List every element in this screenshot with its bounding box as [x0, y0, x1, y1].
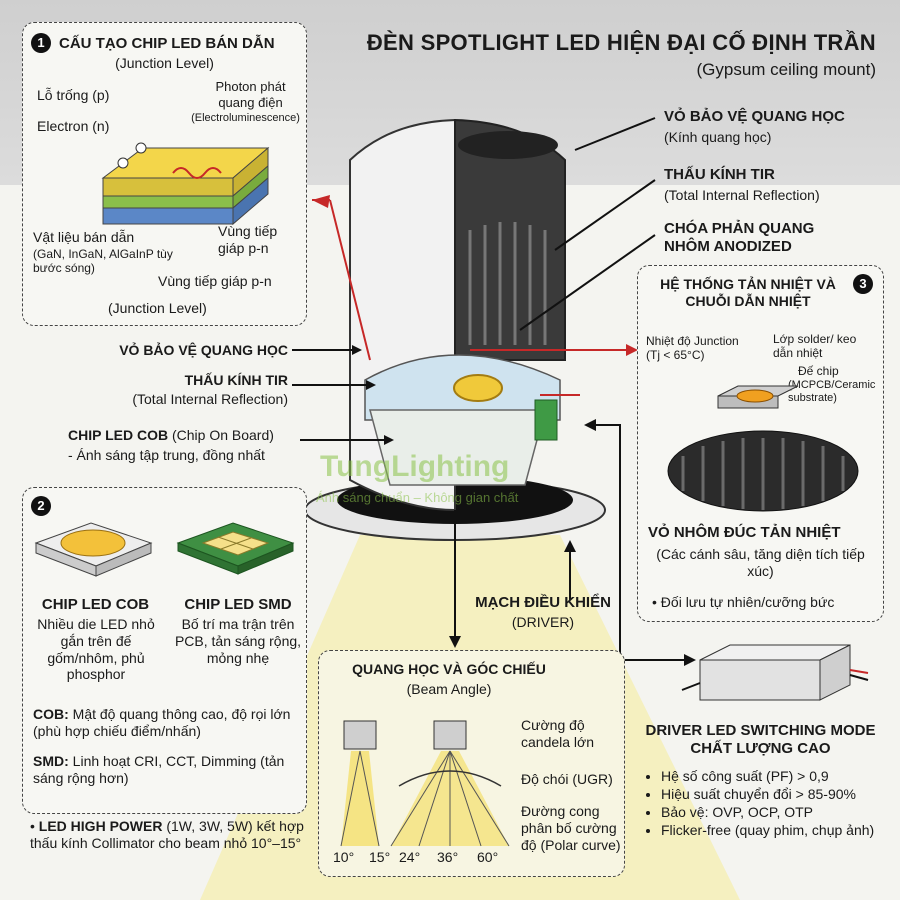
beam-diagram: [340, 720, 510, 847]
high-power-note: • LED HIGH POWER (1W, 3W, 5W) kết hợp th…: [30, 818, 304, 851]
high-power-text: (1W, 3W, 5W) kết hợp thấu kính Collimato…: [30, 818, 304, 851]
panel1-title: CẤU TẠO CHIP LED BÁN DẪN: [59, 35, 275, 52]
heatsink-illustration: [667, 385, 859, 512]
panel2-number: 2: [31, 496, 51, 516]
panel-beam-angle: QUANG HỌC VÀ GÓC CHIẾU (Beam Angle) 10° …: [318, 650, 625, 877]
chip-cob-illustration: [34, 522, 153, 577]
left-cob-desc: - Ánh sáng tập trung, đồng nhất: [68, 447, 265, 463]
right-tir-label: THẤU KÍNH TIR: [664, 166, 775, 183]
substrate-sublabel: (MCPCB/Ceramic substrate): [788, 379, 876, 405]
housing-label: VỎ NHÔM ĐÚC TẢN NHIỆT: [648, 524, 841, 541]
ugr-label: Độ chói (UGR): [521, 771, 613, 787]
hole-label: Lỗ trống (p): [37, 87, 110, 103]
driver-spec-item: Bảo vệ: OVP, OCP, OTP: [661, 804, 885, 820]
panel-chip-structure: 1 CẤU TẠO CHIP LED BÁN DẪN (Junction Lev…: [22, 22, 307, 326]
chip-smd-illustration: [176, 522, 295, 575]
electron-label: Electron (n): [37, 118, 110, 134]
right-protect-label: VỎ BẢO VỆ QUANG HỌC: [664, 108, 845, 125]
driver-box-list: Hệ số công suất (PF) > 0,9 Hiệu suất chu…: [645, 768, 885, 840]
beam-angle-36: 36°: [437, 849, 459, 865]
smd-note: SMD: Linh hoạt CRI, CCT, Dimming (tản sá…: [33, 753, 298, 787]
cob-note-text: Mật độ quang thông cao, độ rọi lớn (phù …: [33, 706, 291, 739]
left-cob-rest: (Chip On Board): [171, 427, 274, 443]
beam-angle-60: 60°: [477, 849, 499, 865]
smd-note-label: SMD:: [33, 753, 69, 769]
driver-spec-item: Flicker-free (quay phim, chụp ảnh): [661, 822, 885, 838]
panel1-subtitle: (Junction Level): [115, 55, 214, 71]
convection-label: • Đối lưu tự nhiên/cưỡng bức: [652, 594, 835, 610]
pn-zone-label: Vùng tiếp giáp p-n: [218, 223, 278, 256]
pn-zone-label-2: Vùng tiếp giáp p-n: [158, 273, 272, 289]
right-protect-sublabel: (Kính quang học): [664, 129, 772, 145]
substrate-label: Đế chip: [798, 364, 839, 378]
driver-spec-item: Hệ số công suất (PF) > 0,9: [661, 768, 885, 784]
driver-unit-illustration: [681, 644, 869, 701]
panel3-number: 3: [853, 274, 873, 294]
panel1-footer: (Junction Level): [108, 300, 207, 316]
left-protect-label: VỎ BẢO VỆ QUANG HỌC: [119, 342, 288, 358]
junction-temp-label: Nhiệt độ Junction (Tj < 65°C): [646, 334, 739, 363]
smd-desc: Bố trí ma trận trên PCB, tản sáng rộng, …: [174, 616, 302, 666]
material-label: Vật liệu bán dẫn: [33, 229, 135, 245]
chip-layers-illustration: [101, 142, 270, 226]
convection-text: Đối lưu tự nhiên/cưỡng bức: [660, 594, 835, 610]
panel3-title: HỆ THỐNG TẢN NHIỆT VÀ CHUỖI DẪN NHIỆT: [660, 276, 836, 309]
driver-label: MẠCH ĐIỀU KHIỂN: [475, 594, 611, 611]
beam-title: QUANG HỌC VÀ GÓC CHIẾU: [352, 661, 546, 677]
cob-note: COB: Mật độ quang thông cao, độ rọi lớn …: [33, 706, 298, 740]
page-subtitle: (Gypsum ceiling mount): [696, 60, 876, 79]
solder-label: Lớp solder/ keo dẫn nhiệt: [773, 332, 857, 361]
smd-note-text: Linh hoạt CRI, CCT, Dimming (tản sáng rộ…: [33, 753, 285, 786]
cob-desc: Nhiều die LED nhỏ gắn trên đế gốm/nhôm, …: [37, 616, 155, 683]
driver-spec-item: Hiệu suất chuyển đổi > 85-90%: [661, 786, 885, 802]
housing-desc: (Các cánh sâu, tăng diện tích tiếp xúc): [656, 546, 865, 579]
page-title: ĐÈN SPOTLIGHT LED HIỆN ĐẠI CỐ ĐỊNH TRẦN: [366, 30, 876, 55]
cob-note-label: COB:: [33, 706, 69, 722]
panel-heat-system: HỆ THỐNG TẢN NHIỆT VÀ CHUỖI DẪN NHIỆT 3 …: [637, 265, 884, 622]
driver-sublabel: (DRIVER): [511, 614, 575, 630]
smd-title: CHIP LED SMD: [184, 596, 292, 613]
beam-angle-15: 15°: [369, 849, 391, 865]
panel1-number: 1: [31, 33, 51, 53]
photon-sublabel: (Electroluminescence): [191, 112, 300, 124]
left-tir-label: THẤU KÍNH TIR: [184, 372, 288, 388]
left-tir-sublabel: (Total Internal Reflection): [132, 391, 288, 407]
high-power-label: LED HIGH POWER: [38, 818, 163, 834]
panel-chip-types: 2 CHIP LED COB Nhiều die LED nhỏ gắn trê…: [22, 487, 307, 814]
right-tir-sublabel: (Total Internal Reflection): [664, 187, 820, 203]
left-cob-title: CHIP LED COB: [68, 427, 169, 443]
beam-angle-10: 10°: [333, 849, 355, 865]
cob-title: CHIP LED COB: [41, 596, 150, 613]
material-sublabel: (GaN, InGaN, AlGaInP tùy bước sóng): [33, 247, 173, 276]
intensity-label: Cường độ candela lớn: [521, 717, 595, 750]
watermark-brand: TungLighting: [320, 450, 510, 483]
photon-label: Photon phát quang điện: [215, 79, 286, 110]
beam-subtitle: (Beam Angle): [406, 681, 492, 697]
polar-label: Đường cong phân bố cường độ (Polar curve…: [521, 803, 621, 853]
right-reflector-label: CHÓA PHẢN QUANG NHÔM ANODIZED: [664, 220, 815, 255]
driver-box-title: DRIVER LED SWITCHING MODE CHẤT LƯỢNG CAO: [645, 722, 876, 757]
watermark: TungLighting: [320, 450, 509, 484]
beam-angle-24: 24°: [399, 849, 421, 865]
left-cob-label: CHIP LED COB (Chip On Board): [68, 427, 274, 443]
watermark-tagline: Ánh sáng chuẩn – Không gian chất: [316, 490, 519, 505]
